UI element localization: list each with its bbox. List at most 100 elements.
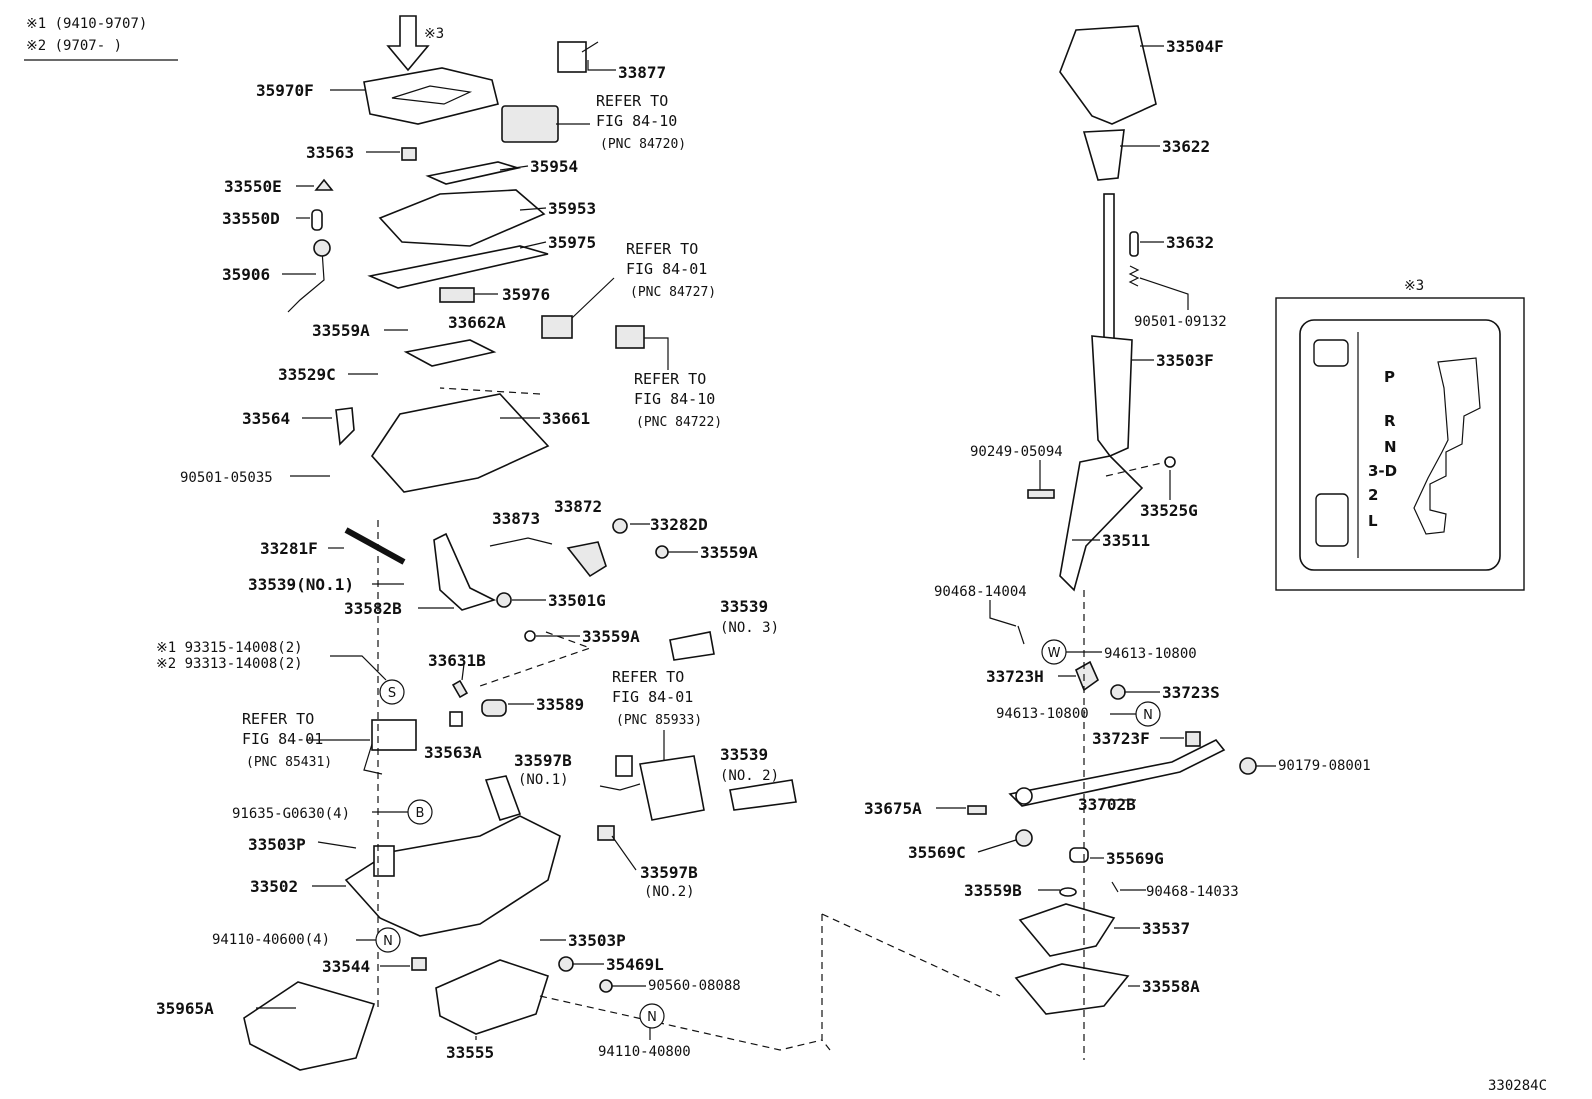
refer-block-85431: REFER TO FIG 84-01 (PNC 85431) xyxy=(242,710,332,770)
callout-33632: 33632 xyxy=(1166,233,1214,252)
knob-33589 xyxy=(481,699,507,717)
gate-pos-r: R xyxy=(1384,412,1396,430)
callout-94613-a: 94613-10800 xyxy=(1104,646,1197,662)
bulb-33550D xyxy=(311,209,323,231)
callout-33503F: 33503F xyxy=(1156,351,1214,370)
gate-pos-2: 2 xyxy=(1368,486,1378,504)
cam-33872 xyxy=(566,541,607,578)
callout-labels: 35970F 33877 33563 35954 33550E 35953 33… xyxy=(156,37,1371,1062)
mark-n-2: N xyxy=(647,1010,657,1025)
wire-ecu xyxy=(599,783,641,791)
refer-85933-l2: FIG 84-01 xyxy=(612,688,693,706)
callout-33539-no1: 33539(NO.1) xyxy=(248,575,354,594)
bulb-33550E xyxy=(314,178,334,191)
bolt-90249 xyxy=(1027,489,1055,499)
callout-90560: 90560-08088 xyxy=(648,978,741,994)
solenoid-85431 xyxy=(371,719,417,751)
callout-33544: 33544 xyxy=(322,957,370,976)
legend-note-1: ※1 (9410-9707) xyxy=(26,16,147,32)
nut-33559A-2 xyxy=(524,630,536,642)
legend-note-2: ※2 (9707- ) xyxy=(26,38,122,54)
callout-33511: 33511 xyxy=(1102,531,1150,550)
rod-end xyxy=(1015,787,1033,805)
refer-84727-l2: FIG 84-01 xyxy=(626,260,707,278)
callout-33282D: 33282D xyxy=(650,515,708,534)
callout-90249: 90249-05094 xyxy=(970,444,1063,460)
bushing-33723S xyxy=(1110,684,1126,700)
callout-93313: ※2 93313-14008(2) xyxy=(156,656,303,672)
callout-33589: 33589 xyxy=(536,695,584,714)
part-33563 xyxy=(401,147,417,161)
callout-94613-b: 94613-10800 xyxy=(996,706,1089,722)
label-33539-no3 xyxy=(669,631,715,661)
callout-33559B: 33559B xyxy=(964,881,1022,900)
sensor-33597B-no1 xyxy=(615,755,633,777)
refer-84722-l3: (PNC 84722) xyxy=(636,415,722,430)
refer-85431-l1: REFER TO xyxy=(242,710,314,728)
indicator-35953 xyxy=(378,189,546,247)
refer-84720-l2: FIG 84-10 xyxy=(596,112,677,130)
callout-33539-no3: 33539 xyxy=(720,597,768,616)
rod-33873 xyxy=(489,537,553,547)
lever-33582B xyxy=(433,532,497,611)
callout-90468-14033: 90468-14033 xyxy=(1146,884,1239,900)
callout-33559A-2: 33559A xyxy=(700,543,758,562)
callout-33558A: 33558A xyxy=(1142,977,1200,996)
plate-35954 xyxy=(425,161,522,185)
callout-90501-09132: 90501-09132 xyxy=(1134,314,1227,330)
gate-window-bottom xyxy=(1315,493,1349,547)
nut-90560 xyxy=(599,979,613,993)
circle-marks: S B N N W N xyxy=(375,639,1161,1029)
callout-33582B: 33582B xyxy=(344,599,402,618)
callout-90468-14004: 90468-14004 xyxy=(934,584,1027,600)
switch-84720 xyxy=(501,105,559,143)
base-33502 xyxy=(344,815,561,937)
callout-33539-no2: 33539 xyxy=(720,745,768,764)
refer-84720-l3: (PNC 84720) xyxy=(600,137,686,152)
callout-33597B-no1-sub: (NO.1) xyxy=(518,772,569,788)
callout-33559A-3: 33559A xyxy=(582,627,640,646)
callout-35965A: 35965A xyxy=(156,999,214,1018)
callout-33525G: 33525G xyxy=(1140,501,1198,520)
refer-85431-l2: FIG 84-01 xyxy=(242,730,323,748)
callout-35970F: 35970F xyxy=(256,81,314,100)
sensor-33597B-no2 xyxy=(597,825,615,841)
callout-35569C: 35569C xyxy=(908,843,966,862)
bushing-35569G xyxy=(1069,847,1089,863)
refer-notes: REFER TO FIG 84-10 (PNC 84720) REFER TO … xyxy=(242,92,722,770)
callout-33503P-1: 33503P xyxy=(248,835,306,854)
leader-lines xyxy=(256,45,1276,1040)
bracket-33502 xyxy=(484,775,522,821)
gate-detail-frame xyxy=(1275,297,1525,591)
wire-35906 xyxy=(287,249,325,313)
callout-33503P-2: 33503P xyxy=(568,931,626,950)
callout-33877: 33877 xyxy=(618,63,666,82)
bracket-33537 xyxy=(1018,903,1116,957)
nut-33525G xyxy=(1164,456,1176,468)
gate-slot xyxy=(1413,357,1481,535)
washer-33559B xyxy=(1059,887,1077,897)
callout-33555: 33555 xyxy=(446,1043,494,1062)
pin-33632 xyxy=(1129,231,1139,257)
clip-90468-14033 xyxy=(1111,881,1119,893)
view-arrow-icon xyxy=(386,15,430,72)
callout-93315: ※1 93315-14008(2) xyxy=(156,640,303,656)
plate-35975 xyxy=(367,245,549,289)
bolt-33282D xyxy=(612,518,628,534)
refer-84720-l1: REFER TO xyxy=(596,92,668,110)
callout-33702B: 33702B xyxy=(1078,795,1136,814)
refer-block-84727: REFER TO FIG 84-01 (PNC 84727) xyxy=(626,240,716,300)
callout-33502: 33502 xyxy=(250,877,298,896)
callout-33537: 33537 xyxy=(1142,919,1190,938)
mark-n-1: N xyxy=(383,934,393,949)
bolt-33675A xyxy=(967,805,987,815)
callout-33872: 33872 xyxy=(554,497,602,516)
lever-33564 xyxy=(335,407,355,446)
refer-84727-l3: (PNC 84727) xyxy=(630,285,716,300)
callout-33675A: 33675A xyxy=(864,799,922,818)
bushing-35569C xyxy=(1015,829,1033,847)
refer-84722-l2: FIG 84-10 xyxy=(634,390,715,408)
callout-35954: 35954 xyxy=(530,157,578,176)
housing-33661 xyxy=(370,393,550,493)
callout-35906: 35906 xyxy=(222,265,270,284)
